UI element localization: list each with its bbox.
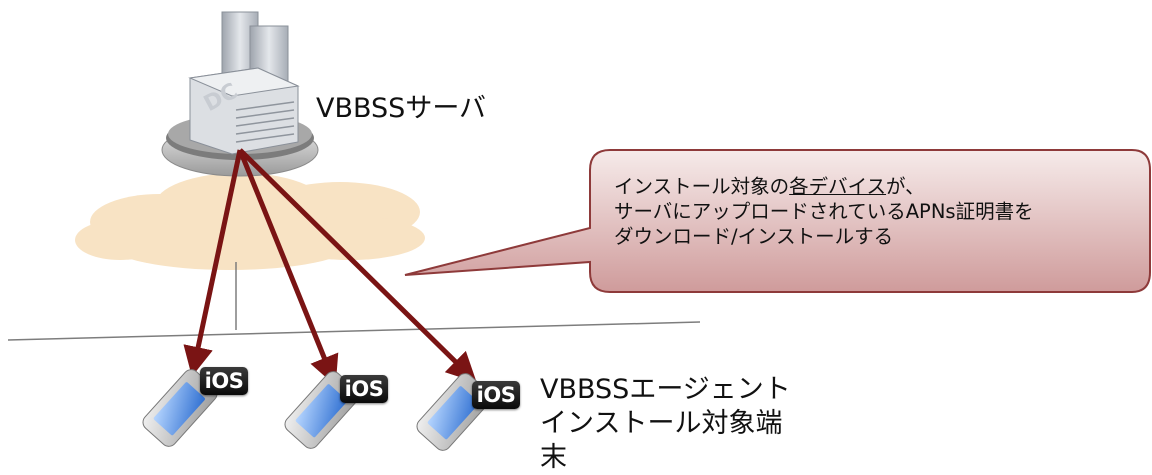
server-label: VBBSSサーバ [316, 93, 487, 124]
network-cloud [75, 173, 425, 270]
ios-badge: iOS [200, 367, 248, 395]
callout-text: インストール対象の各デバイスが、 サーバにアップロードされているAPNs証明書を… [614, 174, 1134, 249]
ios-badge: iOS [472, 381, 520, 409]
callout-line-1: インストール対象の各デバイスが、 [614, 174, 1134, 199]
callout-line-3: ダウンロード/インストールする [614, 225, 894, 248]
callout-line-1-suffix: が、 [886, 175, 925, 198]
download-arrows [183, 148, 477, 386]
callout-underlined-devices: 各デバイス [789, 175, 887, 198]
arrow-to-device-2 [237, 149, 339, 386]
datacenter-server-icon: DC [161, 11, 319, 177]
network-backbone-line [7, 321, 701, 341]
callout-line-1-prefix: インストール対象の [614, 175, 790, 198]
agent-target-label: VBBSSエージェント インストール対象端 末 [540, 374, 791, 473]
arrow-to-device-1 [183, 149, 243, 377]
callout-bubble [404, 149, 1151, 293]
ios-badge: iOS [340, 375, 388, 403]
callout-line-2: サーバにアップロードされているAPNs証明書を [614, 200, 1034, 223]
arrow-to-device-3 [238, 148, 477, 383]
